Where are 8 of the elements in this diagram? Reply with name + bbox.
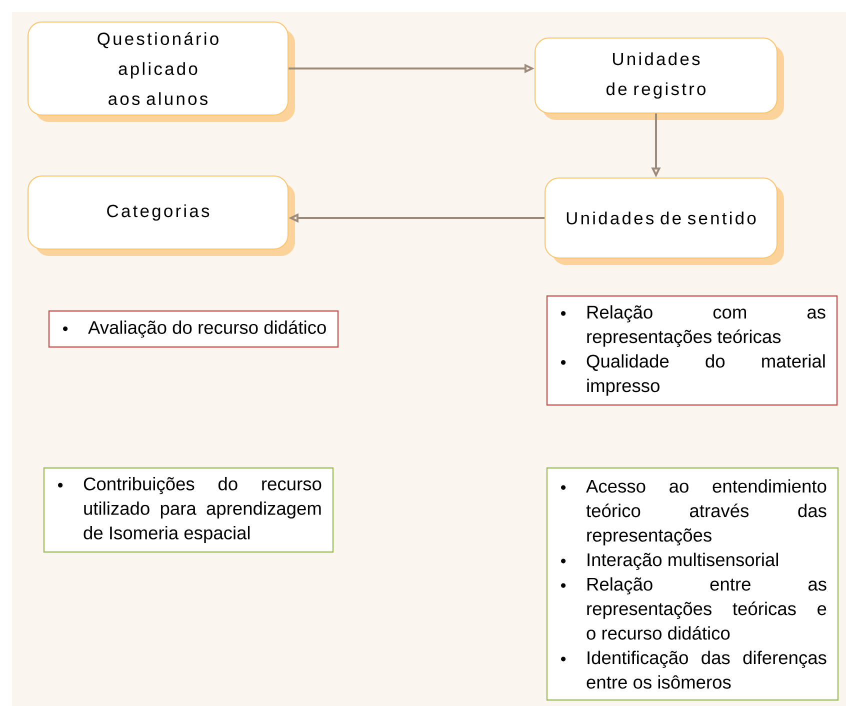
- rounded-box: Unidades de sentido: [544, 178, 784, 265]
- bullet-list-box: Avaliação do recurso didático: [48, 310, 339, 348]
- rounded-box: Questionário aplicado aos alunos: [28, 22, 295, 122]
- rounded-box: Unidades de registro: [534, 38, 784, 120]
- rounded-box: Categorias: [28, 176, 295, 256]
- bullet-list-box: Relação com as representações teóricas Qualidade do material impresso: [546, 295, 838, 406]
- bullet-list-box: Acesso ao entendimiento teórico através das representações Interação multisensorial Relação entre as representações teóricas e o recurso didático Identificação das diferenças entre os isômeros: [546, 467, 839, 701]
- bullet-list-box: Contribuições do recurso utilizado para aprendizagem de Isomeria espacial: [43, 467, 334, 553]
